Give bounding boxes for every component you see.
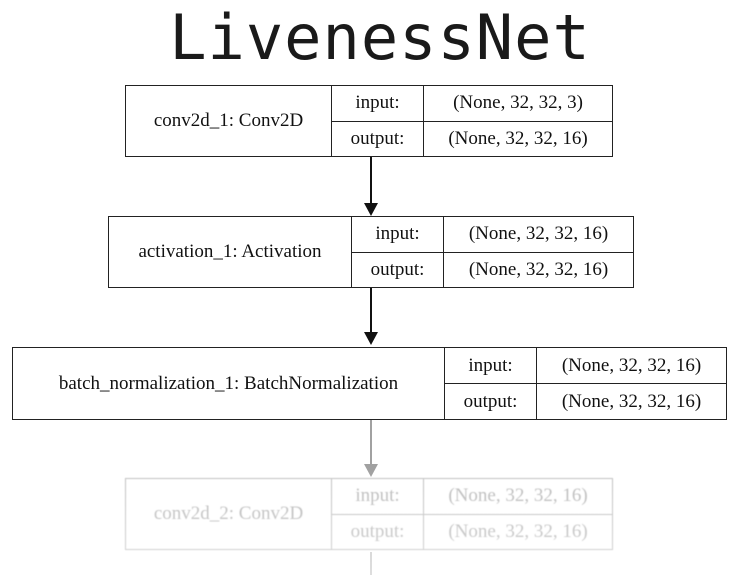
diagram-title: LivenessNet [169, 1, 591, 74]
layer-name: conv2d_1: Conv2D [126, 86, 332, 156]
input-shape: (None, 32, 32, 16) [448, 485, 588, 507]
output-shape: (None, 32, 32, 16) [468, 258, 609, 280]
layer-name: batch_normalization_1: BatchNormalizatio… [13, 348, 445, 419]
output-label: output: [332, 121, 424, 156]
arrow-2 [364, 288, 378, 345]
output-shape: (None, 32, 32, 16) [448, 127, 588, 149]
layer-name: activation_1: Activation [109, 217, 352, 287]
output-label: output: [445, 384, 537, 419]
output-label: output: [332, 514, 424, 549]
input-shape: (None, 32, 32, 16) [468, 223, 609, 245]
output-label: output: [352, 252, 444, 287]
layer-node-activation-1: activation_1: Activation input: (None, 3… [108, 216, 634, 288]
layer-node-conv2d-1: conv2d_1: Conv2D input: (None, 32, 32, 3… [125, 85, 613, 157]
input-label: input: [332, 86, 424, 121]
layer-node-conv2d-2: conv2d_2: Conv2D input: (None, 32, 32, 1… [125, 478, 613, 550]
output-shape: (None, 32, 32, 16) [561, 390, 702, 412]
input-shape: (None, 32, 32, 16) [561, 354, 702, 376]
input-label: input: [445, 348, 537, 383]
arrow-3 [364, 420, 378, 477]
layer-name: conv2d_2: Conv2D [126, 479, 332, 549]
layer-node-batch-normalization-1: batch_normalization_1: BatchNormalizatio… [12, 347, 727, 420]
input-label: input: [332, 479, 424, 514]
arrow-1 [364, 157, 378, 216]
input-label: input: [352, 217, 444, 252]
output-shape: (None, 32, 32, 16) [448, 520, 588, 542]
input-shape: (None, 32, 32, 3) [453, 92, 583, 114]
